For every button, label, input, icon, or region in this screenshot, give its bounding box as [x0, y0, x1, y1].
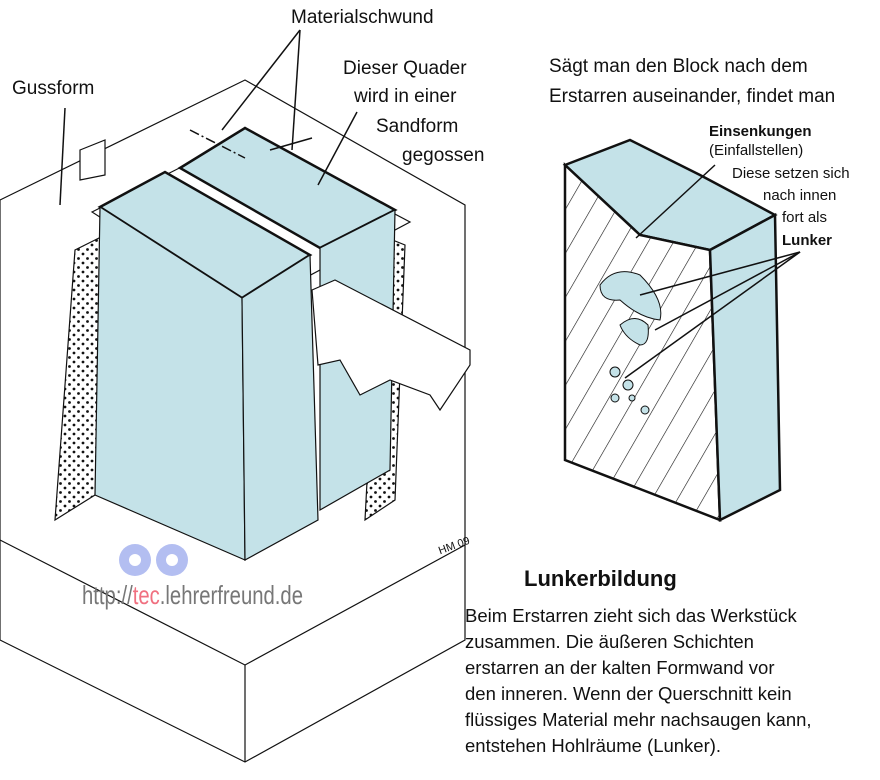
watermark-highlight: tec: [132, 580, 160, 610]
cavities: [599, 271, 662, 415]
gating-bar: [311, 279, 471, 412]
description-line: erstarren an der kalten Formwand vor: [465, 657, 775, 678]
label-einfallstellen: (Einfallstellen): [709, 142, 804, 159]
page-title: Lunkerbildung: [524, 566, 677, 591]
label-fortsetzung-1: Diese setzen sich: [732, 165, 850, 182]
label-fortsetzung-2: nach innen: [763, 187, 837, 204]
label-quader-3: Sandform: [376, 116, 459, 137]
label-materialschwund: Materialschwund: [291, 7, 434, 28]
description-line: flüssiges Material mehr nachsaugen kann,: [465, 709, 812, 730]
watermark-gears: [119, 544, 188, 576]
label-quader-1: Dieser Quader: [343, 58, 467, 79]
label-intro-2: Erstarren auseinander, findet man: [549, 86, 836, 107]
description-line: den inneren. Wenn der Querschnitt kein: [465, 683, 792, 704]
watermark-prefix: http://: [82, 580, 133, 610]
watermark-url: http://tec.lehrerfreund.de: [82, 580, 303, 611]
label-quader-2: wird in einer: [354, 86, 457, 107]
description-line: Beim Erstarren zieht sich das Werkstück: [465, 605, 797, 626]
cast-block-front: [94, 170, 319, 562]
description-line: zusammen. Die äußeren Schichten: [465, 631, 754, 652]
sectioned-block: [562, 138, 801, 522]
label-intro-1: Sägt man den Block nach dem: [549, 56, 808, 77]
label-einsenkungen: Einsenkungen: [709, 123, 812, 140]
description-line: entstehen Hohlräume (Lunker).: [465, 735, 722, 756]
label-gussform: Gussform: [12, 78, 95, 99]
label-fortsetzung-3: fort als: [782, 209, 828, 226]
shrinkage-arrows: [59, 29, 358, 206]
description: Beim Erstarren zieht sich das Werkstück …: [465, 603, 812, 759]
label-quader-4: gegossen: [402, 145, 485, 166]
label-lunker: Lunker: [782, 232, 833, 249]
watermark-suffix: .lehrerfreund.de: [159, 580, 303, 610]
